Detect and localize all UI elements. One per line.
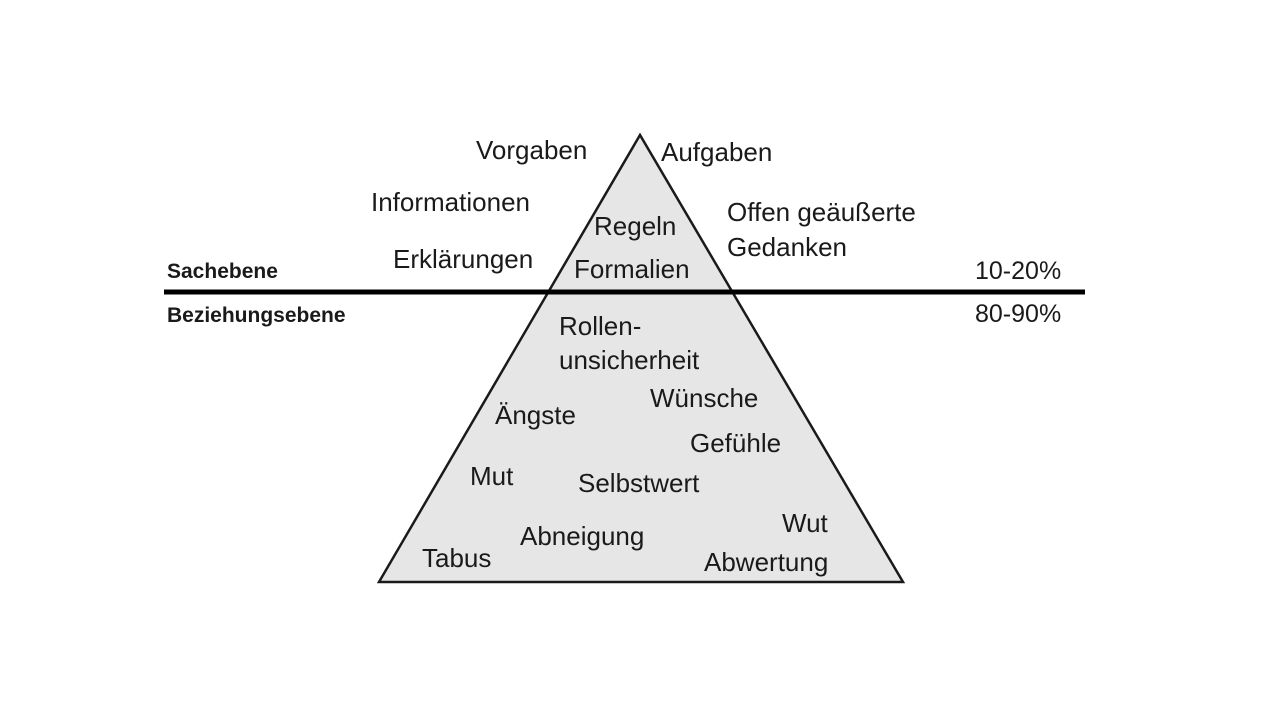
term-rollen-line1: Rollen- <box>559 311 642 341</box>
term-offen-line1: Offen geäußerte <box>727 197 916 227</box>
term-rollen-line2: unsicherheit <box>559 345 700 375</box>
share-upper: 10-20% <box>975 257 1062 285</box>
term-informationen: Informationen <box>371 187 530 217</box>
term-abneigung: Abneigung <box>520 521 645 551</box>
term-erklaerungen: Erklärungen <box>393 244 534 274</box>
term-formalien: Formalien <box>574 254 690 284</box>
term-aufgaben: Aufgaben <box>661 137 773 167</box>
term-abwertung: Abwertung <box>704 547 829 577</box>
term-mut: Mut <box>470 461 514 491</box>
level-label-sachebene: Sachebene <box>167 260 278 283</box>
term-aengste: Ängste <box>495 400 576 430</box>
term-offen-line2: Gedanken <box>727 232 847 262</box>
term-selbstwert: Selbstwert <box>578 468 700 498</box>
term-tabus: Tabus <box>422 543 492 573</box>
term-regeln: Regeln <box>594 211 677 241</box>
term-wut: Wut <box>782 508 828 538</box>
term-wuensche: Wünsche <box>650 383 759 413</box>
term-vorgaben: Vorgaben <box>476 135 588 165</box>
level-label-beziehungsebene: Beziehungsebene <box>167 304 346 327</box>
share-lower: 80-90% <box>975 300 1062 328</box>
term-gefuehle: Gefühle <box>690 428 782 458</box>
pyramid-triangle <box>376 132 906 584</box>
